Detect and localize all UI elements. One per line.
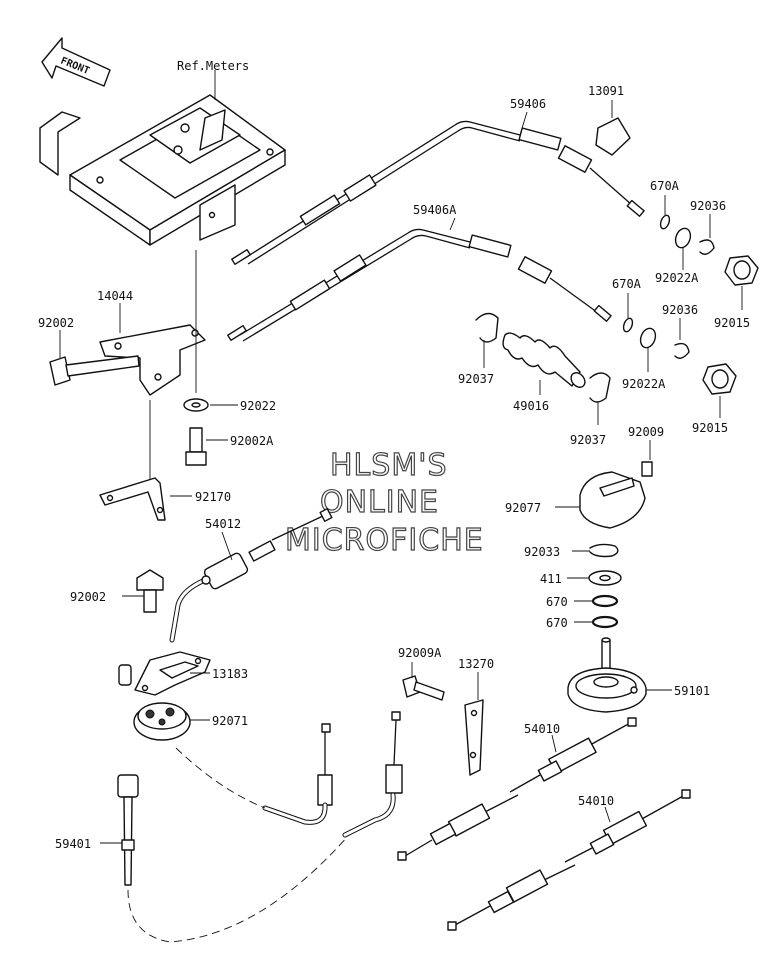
label-92002A: 92002A xyxy=(230,434,274,448)
label-59406A: 59406A xyxy=(413,203,457,217)
cable-54010-lower-right xyxy=(564,789,691,863)
label-92036-1: 92036 xyxy=(690,199,726,213)
label-92022: 92022 xyxy=(240,399,276,413)
bolt-92009A xyxy=(402,675,445,701)
bolt-92002-1 xyxy=(49,355,140,386)
lever-59101 xyxy=(567,637,647,713)
plate-13270 xyxy=(464,699,484,776)
label-92022A-1: 92022A xyxy=(655,271,699,285)
meter-bracket xyxy=(39,94,286,246)
label-92037-2: 92037 xyxy=(570,433,606,447)
label-49016: 49016 xyxy=(513,399,549,413)
label-54012: 54012 xyxy=(205,517,241,531)
bolt-92002A xyxy=(185,427,207,466)
label-13270: 13270 xyxy=(458,657,494,671)
knob-92077 xyxy=(579,471,646,529)
plate-13183 xyxy=(134,651,211,696)
plate-92170 xyxy=(99,477,166,521)
label-670A-1: 670A xyxy=(650,179,680,193)
label-59401: 59401 xyxy=(55,837,91,851)
bent-cable-right xyxy=(342,711,403,838)
label-670-1: 670 xyxy=(546,595,568,609)
screw-92009 xyxy=(641,461,653,477)
label-411: 411 xyxy=(540,572,562,586)
label-54010-1: 54010 xyxy=(524,722,560,736)
label-92002-1: 92002 xyxy=(38,316,74,330)
label-92015-2: 92015 xyxy=(692,421,728,435)
label-92015-1: 92015 xyxy=(714,316,750,330)
label-670-2: 670 xyxy=(546,616,568,630)
label-92077: 92077 xyxy=(505,501,541,515)
bolt-92002-2 xyxy=(136,569,164,613)
throttle-cable-lower xyxy=(227,228,612,342)
label-92009: 92009 xyxy=(628,425,664,439)
label-92036-2: 92036 xyxy=(662,303,698,317)
label-14044: 14044 xyxy=(97,289,133,303)
cable-54010-upper xyxy=(509,717,637,793)
bent-cable-left xyxy=(262,723,333,825)
label-59101: 59101 xyxy=(674,684,710,698)
nut-92015-1 xyxy=(724,255,759,286)
clamp-92037-2 xyxy=(589,372,611,403)
o-ring-670-1 xyxy=(591,594,619,608)
nut-92015-2 xyxy=(702,363,737,395)
label-92071: 92071 xyxy=(212,714,248,728)
bracket-14044 xyxy=(99,324,206,396)
cable-clip-13091 xyxy=(595,117,631,156)
front-arrow-icon: FRONT xyxy=(41,37,111,87)
label-92009A: 92009A xyxy=(398,646,442,660)
cable-54010-bottom xyxy=(447,864,576,931)
label-92037-1: 92037 xyxy=(458,372,494,386)
circlip-92033 xyxy=(589,543,619,558)
label-13091: 13091 xyxy=(588,84,624,98)
label-670A-2: 670A xyxy=(612,277,642,291)
watermark-line2: ONLINE xyxy=(320,485,439,520)
cable-54010-lower-left xyxy=(397,794,519,861)
label-59406: 59406 xyxy=(510,97,546,111)
label-92022A-2: 92022A xyxy=(622,377,666,391)
o-ring-670-2 xyxy=(591,615,619,629)
clamp-92037-1 xyxy=(475,312,499,343)
watermark-line3: MICROFICHE xyxy=(285,523,484,558)
throttle-cable-upper xyxy=(231,120,645,266)
label-92002-2: 92002 xyxy=(70,590,106,604)
label-13183: 13183 xyxy=(212,667,248,681)
ref-meters-label: Ref.Meters xyxy=(177,59,249,73)
choke-knob-59401 xyxy=(117,664,139,886)
label-92033: 92033 xyxy=(524,545,560,559)
label-54010-2: 54010 xyxy=(578,794,614,808)
watermark-line1: HLSM'S xyxy=(330,448,448,483)
label-92170: 92170 xyxy=(195,490,231,504)
choke-cable-54012 xyxy=(169,508,333,643)
grommet-92071 xyxy=(133,702,191,741)
boot-49016 xyxy=(502,332,586,388)
